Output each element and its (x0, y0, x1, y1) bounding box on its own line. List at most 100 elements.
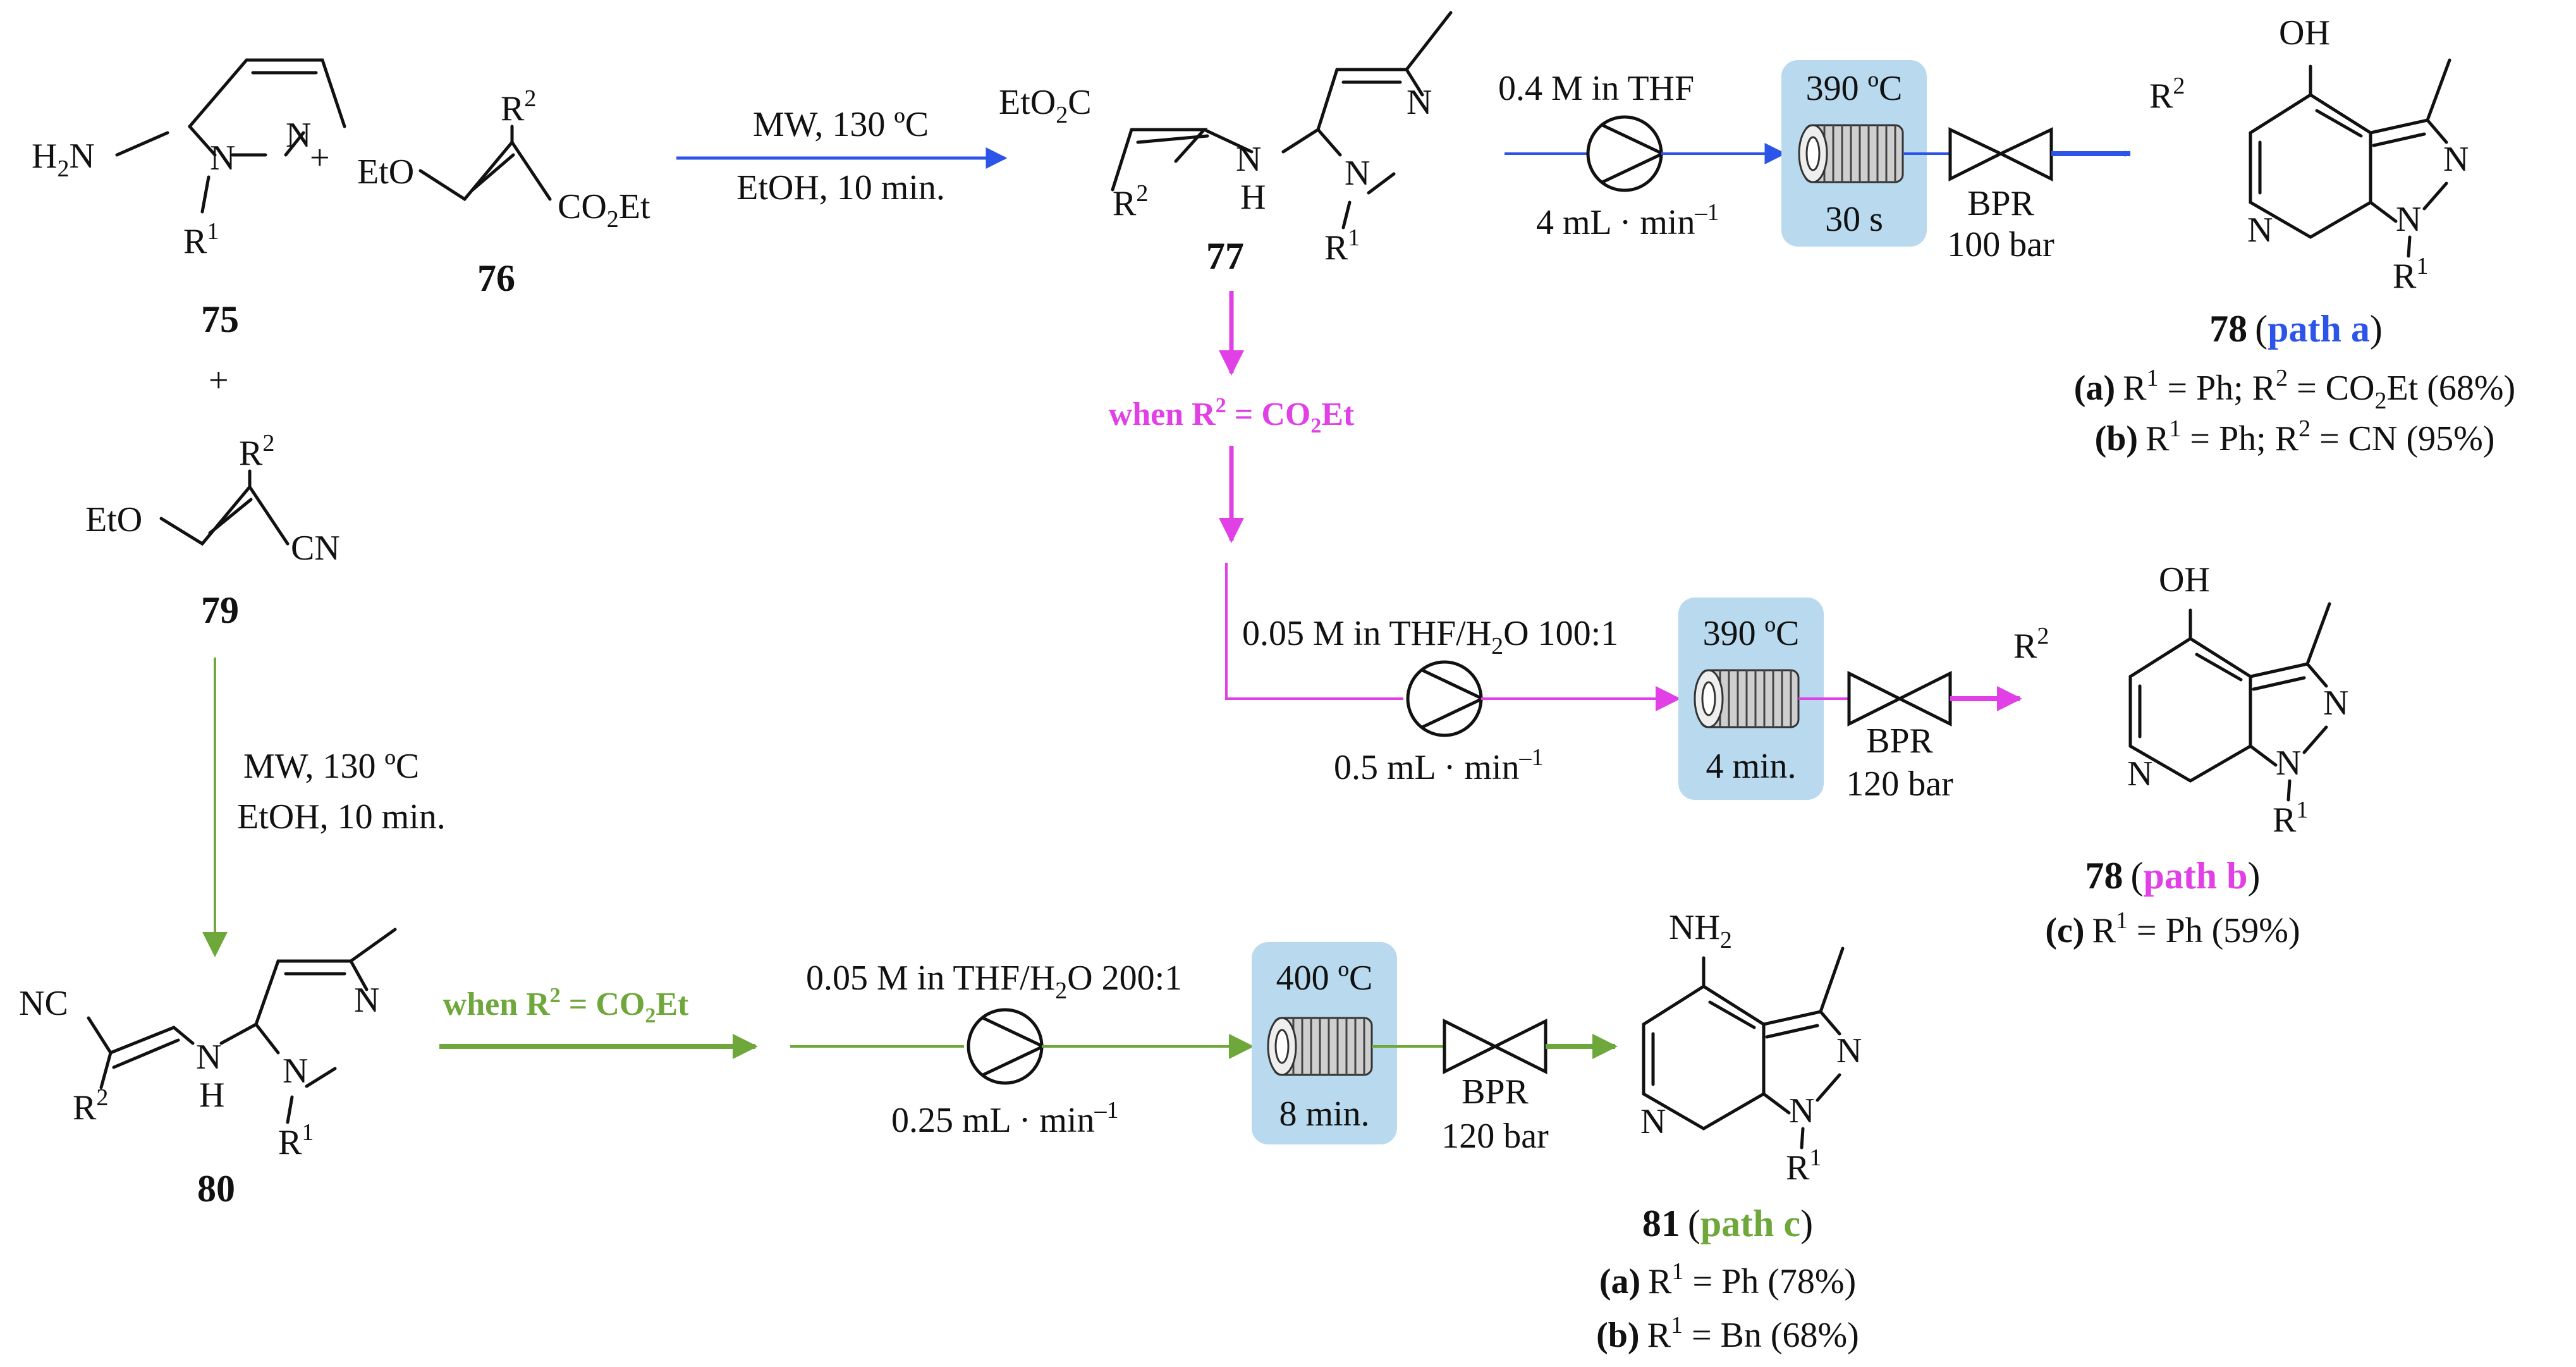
r2-label: R2 (73, 1084, 108, 1127)
residence-time: 30 s (1825, 200, 1883, 239)
svg-text:EtOH, 10 min.: EtOH, 10 min. (736, 168, 945, 207)
r2-label: R2 (239, 430, 274, 473)
compound-78-path-a: OH R2 N N N R1 78(path a) (a)R1 = Ph; R2… (2074, 13, 2515, 458)
ring-n2: N (2443, 140, 2469, 179)
yield-line-b: (b)R1 = Ph; R2 = CN (95%) (2095, 415, 2495, 458)
compound-label: 78(path b) (2085, 855, 2260, 897)
r2-label: R2 (501, 85, 536, 128)
r2-label: R2 (2149, 73, 2185, 116)
ring-n1: N (1345, 154, 1370, 193)
bpr-label: BPR (1866, 721, 1933, 761)
compound-75: H2N N N R1 75 (32, 58, 346, 340)
ring-n2: N (354, 981, 379, 1020)
nh-h: H (1240, 178, 1266, 217)
ring-n1: N (2276, 744, 2301, 783)
bpr-pressure: 120 bar (1846, 764, 1953, 804)
ring-n1: N (2396, 200, 2421, 239)
flow-rate: 4 mL · min–1 (1536, 199, 1719, 242)
ring-n1: N (1789, 1091, 1814, 1131)
compound-79: EtO R2 CN 79 (85, 430, 340, 631)
ethoxy-group: EtO (357, 152, 414, 192)
bpr-valve-icon (1948, 127, 2053, 182)
amine-group: H2N (32, 137, 95, 182)
r1-label: R1 (183, 218, 219, 261)
compound-80-number: 80 (197, 1168, 235, 1210)
plus-sign-2: + (209, 361, 229, 400)
flow-rate: 0.25 mL · min–1 (891, 1097, 1118, 1140)
pyridine-n: N (2247, 211, 2273, 250)
r2-label: R2 (2013, 623, 2049, 666)
nitrile-group: NC (19, 984, 68, 1023)
coil-reactor-icon (1267, 1017, 1373, 1076)
flow-path-c: 0.05 M in THF/H2O 200:1 0.25 mL · min–1 … (790, 942, 1618, 1156)
r1-label: R1 (1324, 224, 1360, 267)
residence-time: 8 min. (1279, 1094, 1369, 1134)
path-c-connector: when R2 = CO2Et (439, 984, 758, 1059)
compound-77: EtO2C R2 N H N N R1 77 (999, 11, 1453, 277)
flow-path-b: 0.05 M in THF/H2O 100:1 0.5 mL · min–1 3… (1225, 563, 2022, 804)
ethoxy-group: EtO (85, 500, 142, 539)
r1-label: R1 (2393, 253, 2428, 296)
ring-n2: N (2323, 684, 2348, 723)
feed-conc: 0.05 M in THF/H2O 200:1 (806, 959, 1182, 1004)
ring-n2: N (1407, 83, 1432, 122)
pyridine-n: N (2127, 754, 2152, 794)
r1-label: R1 (278, 1119, 314, 1162)
compound-79-number: 79 (201, 589, 239, 631)
compound-label: 81(path c) (1642, 1203, 1813, 1244)
coil-reactor-icon (1694, 669, 1800, 728)
compound-76: EtO R2 CO2Et 76 (357, 85, 650, 299)
r2-label: R2 (1113, 180, 1148, 223)
bpr-pressure: 120 bar (1441, 1117, 1549, 1156)
ring-n2: N (1836, 1031, 1862, 1070)
reactor-temp: 390 ºC (1806, 69, 1903, 108)
svg-text:EtOH, 10 min.: EtOH, 10 min. (237, 797, 446, 837)
compound-76-number: 76 (477, 257, 515, 299)
ring-n2: N (286, 116, 311, 155)
compound-80: NC R2 N H N N R1 80 (19, 928, 397, 1210)
yield-line-a: (a)R1 = Ph (78%) (1599, 1258, 1856, 1301)
mw-reaction-arrow-top: MW, 130 ºC EtOH, 10 min. (676, 105, 1008, 207)
r1-label: R1 (1786, 1144, 1821, 1187)
reactor-temp: 400 ºC (1276, 959, 1373, 998)
feed-conc: 0.4 M in THF (1498, 69, 1694, 108)
hydroxyl-group: OH (2279, 13, 2330, 52)
compound-78-path-b: OH R2 N N N R1 78(path b) (c)R1 = Ph (59… (2013, 560, 2348, 950)
nh-h: H (199, 1076, 224, 1115)
nh-n: N (196, 1038, 221, 1077)
ester-group: EtO2C (999, 83, 1092, 128)
compound-label: 78(path a) (2209, 308, 2383, 350)
pump-icon (967, 1008, 1044, 1085)
ester-group: CO2Et (558, 187, 650, 233)
yield-line-a: (a)R1 = Ph; R2 = CO2Et (68%) (2074, 365, 2515, 414)
nh-n: N (1236, 140, 1261, 179)
flow-rate: 0.5 mL · min–1 (1334, 744, 1543, 787)
compound-75-number: 75 (201, 298, 239, 340)
pump-icon (1586, 115, 1663, 192)
mw-reaction-arrow-left: MW, 130 ºC EtOH, 10 min. (202, 658, 446, 957)
residence-time: 4 min. (1706, 747, 1796, 786)
when-condition-b: when R2 = CO2Et (1109, 394, 1355, 438)
bpr-label: BPR (1462, 1072, 1529, 1112)
reactor-temp: 390 ºC (1703, 614, 1800, 653)
when-condition-c: when R2 = CO2Et (443, 984, 689, 1027)
r1-label: R1 (2273, 797, 2308, 840)
plus-sign-1: + (310, 138, 330, 178)
pyridine-n: N (1640, 1102, 1666, 1141)
amine-group: NH2 (1669, 908, 1732, 953)
bpr-label: BPR (1967, 184, 2034, 223)
svg-text:MW, 130 ºC: MW, 130 ºC (753, 105, 929, 144)
feed-conc: 0.05 M in THF/H2O 100:1 (1242, 614, 1618, 659)
coil-reactor-icon (1798, 124, 1904, 183)
flow-path-a: 0.4 M in THF 4 mL · min–1 390 ºC 30 s BP… (1498, 60, 2131, 264)
bpr-valve-icon (1443, 1018, 1547, 1075)
bpr-pressure: 100 bar (1947, 225, 2054, 264)
pump-icon (1406, 660, 1483, 737)
compound-81: NH2 N N N R1 81(path c) (a)R1 = Ph (78%)… (1596, 908, 1862, 1355)
path-b-connector: when R2 = CO2Et (1109, 291, 1355, 543)
yield-line-c: (c)R1 = Ph (59%) (2045, 907, 2300, 950)
svg-text:MW, 130 ºC: MW, 130 ºC (243, 747, 419, 786)
nitrile-group: CN (291, 529, 340, 568)
yield-line-b: (b)R1 = Bn (68%) (1596, 1312, 1859, 1355)
